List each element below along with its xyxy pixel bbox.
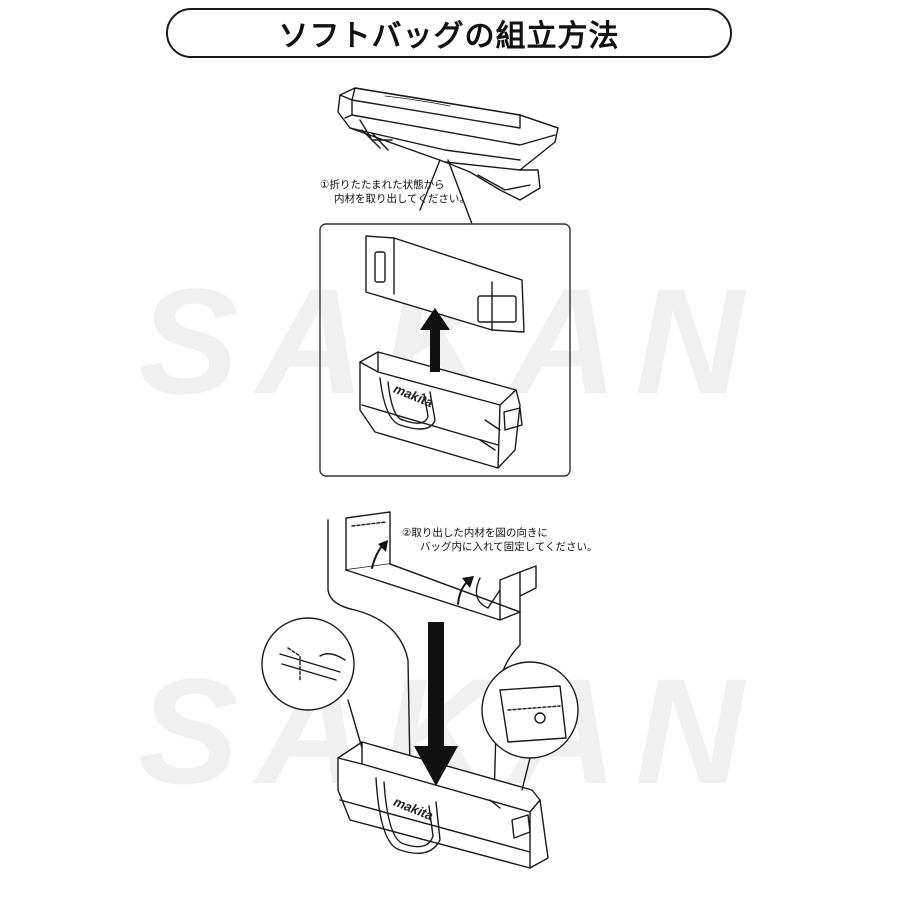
step2-line1: ②取り出した内材を図の向きに: [402, 527, 548, 539]
detail-circle-left: [261, 617, 363, 749]
insert-board-folded-illustration: [345, 511, 537, 621]
step2-line2: バッグ内に入れて固定してください。: [420, 541, 598, 553]
step1-inset-panel: [319, 223, 571, 477]
folded-bag-illustration: [337, 87, 559, 201]
small-bag-illustration: [359, 351, 523, 469]
detail-circle-right: [481, 661, 579, 791]
down-arrow-icon: [414, 622, 458, 786]
page-title: ソフトバッグの組立方法: [278, 19, 620, 54]
step2-instruction: ②取り出した内材を図の向きに バッグ内に入れて固定してください。: [402, 526, 598, 554]
step1-line1: ①折りたたまれた状態から: [320, 179, 445, 191]
up-arrow-icon: [420, 308, 450, 372]
insert-board-illustration: [365, 235, 525, 333]
step1-line2: 内材を取り出してください。: [334, 193, 470, 205]
title-banner: ソフトバッグの組立方法: [166, 8, 732, 58]
step1-instruction: ①折りたたまれた状態から 内材を取り出してください。: [320, 178, 470, 206]
large-bag-illustration: [337, 741, 549, 869]
